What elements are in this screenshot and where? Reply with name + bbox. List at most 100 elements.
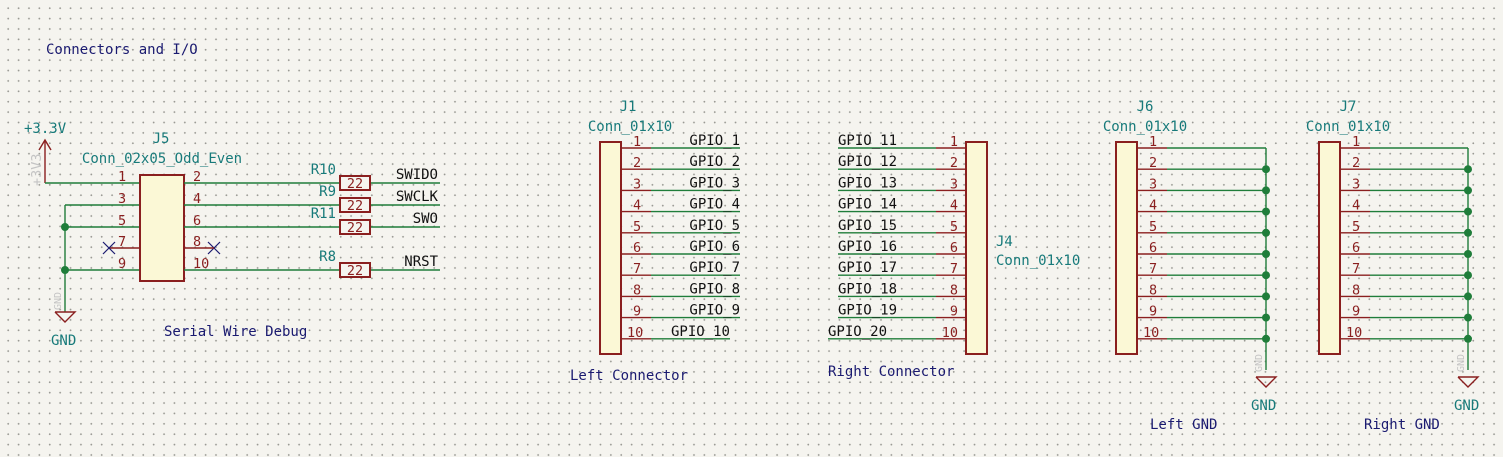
j1-value: Conn_01x10 — [588, 119, 672, 135]
j1-pin-number: 2 — [633, 155, 641, 171]
j4-pin-number: 2 — [950, 155, 958, 171]
j6-pin-row[interactable]: 8 — [1137, 282, 1270, 301]
net-label: GPIO_7 — [689, 260, 740, 276]
junction-dot — [1262, 186, 1270, 195]
j7-pin-row[interactable]: 6 — [1340, 240, 1472, 258]
gnd-pin-text-j5: GND — [53, 292, 64, 310]
j1-pin-number: 8 — [633, 282, 641, 298]
j1-pin-number: 10 — [627, 325, 643, 341]
j4-pin-number: 1 — [950, 134, 958, 150]
j5-pin-number: 9 — [118, 256, 126, 272]
j5-pin-number: 1 — [118, 169, 126, 185]
j1-pin-number: 6 — [633, 240, 641, 256]
j6-ref: J6 — [1137, 99, 1154, 115]
swd-note: Serial Wire Debug — [164, 324, 307, 340]
junction-dot — [1464, 313, 1472, 322]
j7-pin-row[interactable]: 10 — [1340, 325, 1472, 343]
j7-pin-row[interactable]: 8 — [1340, 282, 1472, 301]
connector-j6[interactable]: J6 Conn_01x10 Left GND GND 12345678910GN… — [1103, 99, 1278, 433]
j6-pin-row[interactable]: 7 — [1137, 261, 1270, 280]
j7-pin-row[interactable]: 5 — [1340, 219, 1472, 237]
j7-pin-number: 6 — [1352, 240, 1360, 256]
j7-gnd-label: GND — [1454, 398, 1479, 414]
j6-pin-row[interactable]: 2 — [1137, 155, 1270, 174]
resistor-value: 22 — [347, 263, 363, 279]
j7-pin-number: 5 — [1352, 219, 1360, 235]
junction-dot — [1464, 228, 1472, 237]
j4-body — [965, 141, 988, 355]
j6-pin-row[interactable]: 4 — [1137, 198, 1270, 216]
resistor-body — [339, 175, 371, 191]
gnd-label-j5: GND — [51, 333, 76, 349]
resistor-ref: R9 — [319, 184, 336, 200]
net-label: GPIO_17 — [838, 260, 897, 276]
resistor-ref: R11 — [311, 206, 336, 222]
j4-pin-number: 5 — [950, 219, 958, 235]
junction-dot — [1262, 165, 1270, 174]
net-label: NRST — [404, 254, 438, 270]
j7-pin-row[interactable]: 3 — [1340, 176, 1472, 195]
j5-body — [139, 174, 185, 282]
j7-pin-row[interactable]: 9 — [1340, 304, 1472, 322]
junction-dot — [1464, 165, 1472, 174]
j1-pin-number: 4 — [633, 198, 641, 214]
j1-pin-row[interactable]: 10 GPIO_10 — [621, 324, 730, 341]
net-label: GPIO_10 — [671, 324, 730, 340]
j1-pin-number: 3 — [633, 176, 641, 192]
resistor-ref: R10 — [311, 162, 336, 178]
j7-pin-row[interactable]: 2 — [1340, 155, 1472, 174]
j5-pin-number: 6 — [193, 213, 201, 229]
j5-pin-number: 4 — [193, 191, 201, 207]
j7-pin-number: 10 — [1346, 325, 1362, 341]
net-label: GPIO_9 — [689, 303, 740, 319]
j6-pin-number: 1 — [1149, 134, 1157, 150]
j1-caption: Left Connector — [570, 368, 688, 384]
j7-pin-row[interactable]: 7 — [1340, 261, 1472, 280]
j1-pin-number: 1 — [633, 134, 641, 150]
j6-pin-row[interactable]: 9 — [1137, 304, 1270, 322]
net-label: GPIO_8 — [689, 281, 740, 297]
connector-j7[interactable]: J7 Conn_01x10 Right GND GND 12345678910G… — [1306, 99, 1480, 433]
j5-pin-number: 5 — [118, 213, 126, 229]
j7-pin-number: 7 — [1352, 261, 1360, 277]
j7-pin-row[interactable]: 4 — [1340, 198, 1472, 216]
j6-pin-row[interactable]: 6 — [1137, 240, 1270, 258]
j6-pin-row[interactable]: 1 — [1137, 134, 1266, 150]
net-label: GPIO_19 — [838, 303, 897, 319]
j1-pin-row[interactable]: 4 GPIO_4 — [621, 197, 740, 214]
j6-pin-row[interactable]: 5 — [1137, 219, 1270, 237]
j7-ref: J7 — [1340, 99, 1357, 115]
j6-pin-row[interactable]: 10 — [1137, 325, 1270, 343]
j1-pin-row[interactable]: 8 GPIO_8 — [621, 281, 740, 298]
net-label: GPIO_4 — [689, 197, 740, 213]
j6-pin-number: 9 — [1149, 304, 1157, 320]
swd-connector-j5[interactable]: +3.3V +3V3 GND GND J5 Conn_02x05_Odd_Eve… — [24, 121, 440, 349]
j6-pin-row[interactable]: 3 — [1137, 176, 1270, 195]
junction-dot — [1262, 207, 1270, 216]
connector-j4[interactable]: J4 Conn_01x10 Right Connector 1GPIO_112G… — [828, 133, 1080, 380]
j7-pin-row[interactable]: 1 — [1340, 134, 1468, 150]
